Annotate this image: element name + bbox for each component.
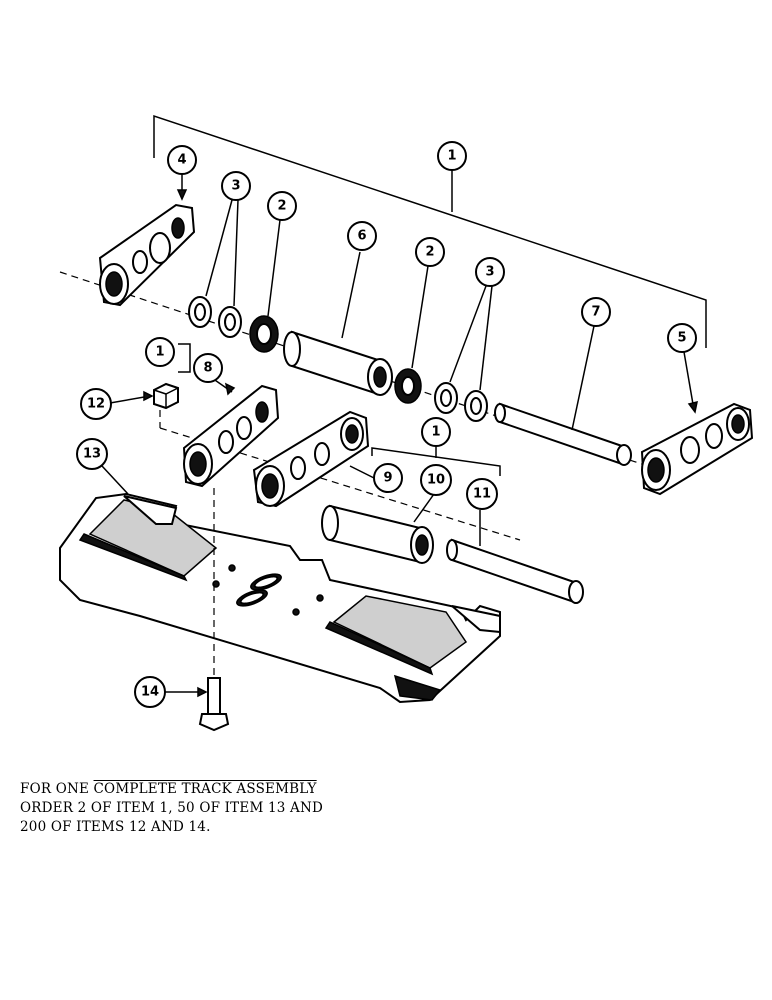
callout-8: 8 — [193, 353, 223, 383]
leader-10 — [413, 493, 435, 523]
svg-text:2: 2 — [425, 245, 434, 260]
leader-3-right-a — [449, 285, 487, 383]
callout-14: 14 — [134, 676, 166, 708]
washer-3-right-a — [434, 382, 458, 414]
callout-3-right: 3 — [475, 257, 505, 287]
washer-3-left-a — [188, 296, 212, 328]
assembly-order-note: FOR ONE COMPLETE TRACK ASSEMBLY ORDER 2 … — [20, 780, 380, 837]
leader-3-left-a — [205, 199, 233, 297]
arrow-14 — [197, 686, 208, 698]
svg-text:1: 1 — [155, 345, 164, 360]
leader-7 — [571, 325, 595, 431]
arrow-4 — [176, 189, 188, 201]
track-link-9 — [252, 410, 370, 508]
svg-text:4: 4 — [177, 153, 186, 168]
svg-text:1: 1 — [431, 425, 440, 440]
svg-text:6: 6 — [357, 229, 366, 244]
callout-1-top: 1 — [437, 141, 467, 171]
callout-11: 11 — [466, 478, 498, 510]
arrow-8 — [224, 382, 236, 396]
svg-text:14: 14 — [141, 685, 159, 700]
callout-1-mid: 1 — [145, 337, 175, 367]
leader-3-right-b — [479, 285, 493, 391]
svg-text:10: 10 — [427, 473, 445, 488]
bolt-14 — [198, 677, 230, 732]
callout-6: 6 — [347, 221, 377, 251]
callout-5: 5 — [667, 323, 697, 353]
bracket-item-1-mid — [178, 343, 191, 373]
callout-9: 9 — [373, 463, 403, 493]
callout-7: 7 — [581, 297, 611, 327]
leader-13 — [101, 465, 129, 495]
callout-10: 10 — [420, 464, 452, 496]
svg-text:5: 5 — [677, 331, 686, 346]
washer-3-right-b — [464, 390, 488, 422]
leader-6 — [341, 251, 361, 339]
callout-1-lower: 1 — [421, 417, 451, 447]
seal-2-right — [394, 368, 422, 404]
bushing-10 — [321, 504, 434, 564]
bracket-item-1-top — [153, 114, 707, 348]
callout-12: 12 — [80, 388, 112, 420]
leader-5 — [683, 351, 695, 411]
note-line-1: FOR ONE COMPLETE TRACK ASSEMBLY — [20, 781, 317, 797]
callout-2-right: 2 — [415, 237, 445, 267]
svg-text:3: 3 — [485, 265, 494, 280]
callout-4: 4 — [167, 145, 197, 175]
pin-7 — [494, 402, 632, 466]
svg-text:2: 2 — [277, 199, 286, 214]
svg-text:8: 8 — [203, 361, 212, 376]
callout-3-left: 3 — [221, 171, 251, 201]
callout-13: 13 — [76, 438, 108, 470]
arrow-5 — [687, 400, 698, 414]
track-shoe-13 — [59, 492, 501, 704]
note-line-3: 200 OF ITEMS 12 AND 14. — [20, 819, 211, 835]
svg-text:7: 7 — [591, 305, 600, 320]
svg-text:12: 12 — [87, 397, 105, 412]
svg-text:3: 3 — [231, 179, 240, 194]
arrow-12 — [143, 390, 154, 402]
svg-text:11: 11 — [473, 487, 491, 502]
note-line-2: ORDER 2 OF ITEM 1, 50 OF ITEM 13 AND — [20, 800, 324, 816]
pin-11 — [446, 538, 584, 604]
svg-text:9: 9 — [383, 471, 392, 486]
washer-3-left-b — [218, 306, 242, 338]
nut-12 — [153, 382, 179, 410]
svg-text:13: 13 — [83, 447, 101, 462]
leader-2-left — [267, 219, 281, 317]
seal-2-left — [249, 315, 279, 353]
leader-9 — [349, 465, 375, 479]
leader-2-right — [411, 265, 429, 369]
leader-3-left-b — [233, 199, 239, 307]
callout-2-left: 2 — [267, 191, 297, 221]
track-link-8 — [182, 384, 280, 488]
track-link-4 — [98, 203, 196, 307]
svg-text:1: 1 — [447, 149, 456, 164]
bushing-6 — [283, 330, 393, 396]
track-link-5 — [640, 402, 754, 496]
